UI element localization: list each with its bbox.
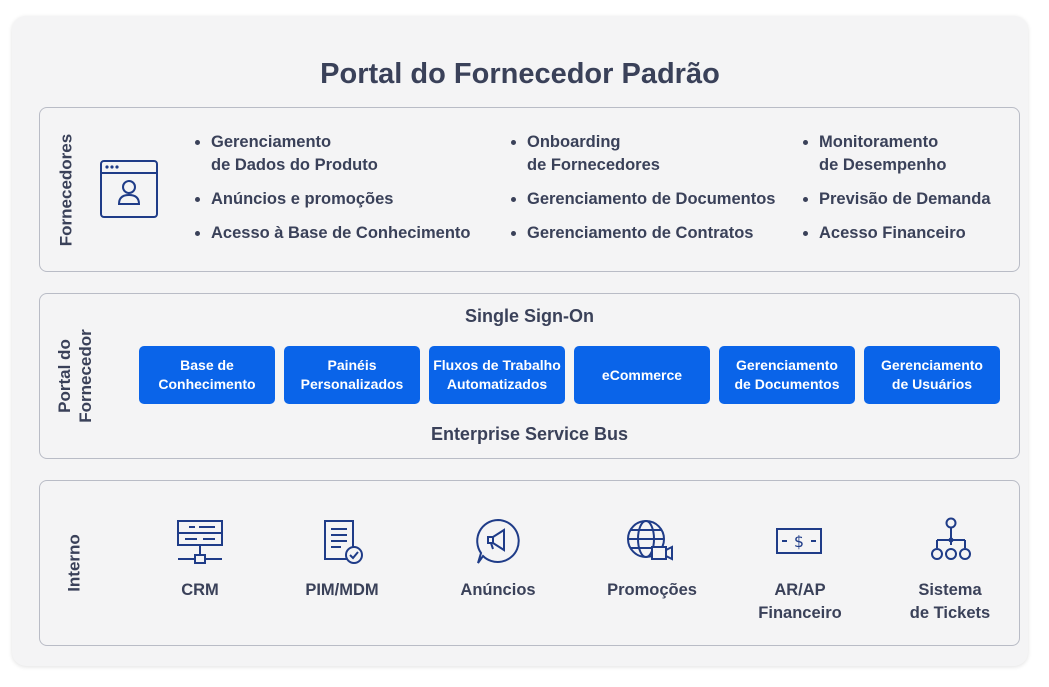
feature-item: Anúncios e promoções — [195, 188, 393, 211]
system-label: PIM/MDM — [305, 581, 379, 599]
system-label: CRM — [181, 581, 219, 599]
system-label: Promoções — [607, 581, 697, 599]
module-fluxos-de-trabalho: Fluxos de Trabalho Automatizados — [429, 346, 565, 404]
diagram-title: Portal do Fornecedor Padrão — [320, 58, 720, 90]
feature-item: Gerenciamento de Dados do Produto — [195, 131, 378, 177]
ticket-hierarchy-icon — [931, 517, 971, 560]
section-label-fornecedores: Fornecedores — [56, 133, 76, 247]
feature-item: Acesso à Base de Conhecimento — [195, 222, 471, 245]
section-portal: Portal do Fornecedor Single Sign-On Base… — [39, 293, 1020, 459]
feature-item: Acesso Financeiro — [803, 222, 966, 245]
module-gerenciamento-de-documentos: Gerenciamento de Documentos — [719, 346, 855, 404]
svg-text:$: $ — [794, 532, 804, 551]
section-label-interno: Interno — [64, 534, 84, 592]
section-fornecedores: Fornecedores Gerenciamento de Dados do P… — [39, 107, 1020, 272]
megaphone-icon — [476, 518, 520, 564]
module-base-de-conhecimento: Base de Conhecimento — [139, 346, 275, 404]
diagram-card: Portal do Fornecedor Padrão Fornecedores… — [12, 16, 1028, 666]
document-check-icon — [324, 520, 363, 564]
server-rack-icon — [177, 520, 223, 564]
module-ecommerce: eCommerce — [574, 346, 710, 404]
dollar-bill-icon: $ — [776, 528, 822, 554]
globe-video-icon — [627, 520, 673, 561]
system-label: AR/AP Financeiro — [758, 581, 842, 622]
enterprise-service-bus-label: Enterprise Service Bus — [430, 424, 629, 444]
feature-item: Gerenciamento de Contratos — [511, 222, 753, 245]
feature-item: Previsão de Demanda — [803, 188, 991, 211]
feature-item: Onboarding de Fornecedores — [511, 131, 660, 177]
system-label: Anúncios — [460, 581, 536, 599]
feature-item: Monitoramento de Desempenho — [803, 131, 946, 177]
section-label-portal: Portal do Fornecedor — [55, 329, 95, 423]
module-paineis-personalizados: Painéis Personalizados — [284, 346, 420, 404]
feature-item: Gerenciamento de Documentos — [511, 188, 775, 211]
module-gerenciamento-de-usuarios: Gerenciamento de Usuários — [864, 346, 1000, 404]
single-sign-on-label: Single Sign-On — [465, 306, 594, 326]
system-label: Sistema de Tickets — [909, 581, 991, 622]
user-profile-window-icon — [100, 160, 158, 218]
section-interno: Interno CRM PIM/MDM — [39, 480, 1020, 646]
